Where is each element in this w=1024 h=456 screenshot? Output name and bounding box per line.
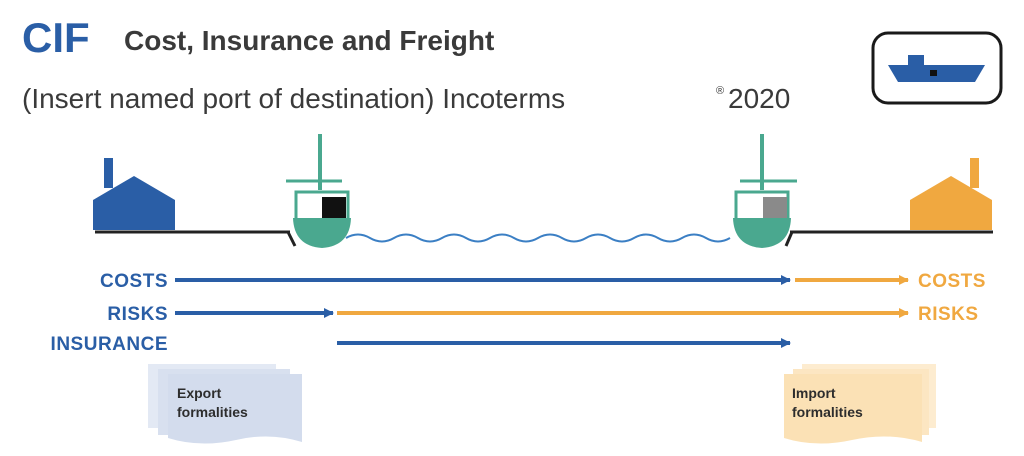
export-doc-line1: Export [177, 385, 222, 401]
arrival-cargo-block [763, 197, 787, 219]
subtitle-year: 2020 [728, 83, 790, 114]
buyer-factory-icon [910, 158, 992, 230]
arrival-ship-icon [733, 134, 797, 248]
export-doc-line2: formalities [177, 404, 248, 420]
import-doc-line2: formalities [792, 404, 863, 420]
risks-label-buyer: RISKS [918, 304, 979, 325]
insurance-label: INSURANCE [51, 334, 168, 355]
term-abbreviation: CIF [22, 14, 90, 61]
transport-badge [871, 31, 1003, 105]
term-full-name: Cost, Insurance and Freight [124, 25, 494, 56]
costs-label-buyer: COSTS [918, 271, 986, 292]
costs-label-seller: COSTS [100, 271, 168, 292]
seller-factory-icon [93, 158, 175, 230]
ship-icon [888, 55, 985, 82]
left-quay-edge [286, 231, 297, 247]
subtitle: (Insert named port of destination) Incot… [22, 83, 565, 114]
right-quay-edge [784, 231, 794, 247]
import-formalities-document: Import formalities [784, 364, 936, 444]
registered-mark: ® [716, 85, 724, 97]
export-formalities-document: Export formalities [148, 364, 302, 444]
import-doc-line1: Import [792, 385, 836, 401]
loading-ship-icon [286, 134, 351, 248]
loading-cargo-block [322, 197, 346, 219]
risks-label-seller: RISKS [107, 304, 168, 325]
sea-waves [345, 233, 731, 243]
